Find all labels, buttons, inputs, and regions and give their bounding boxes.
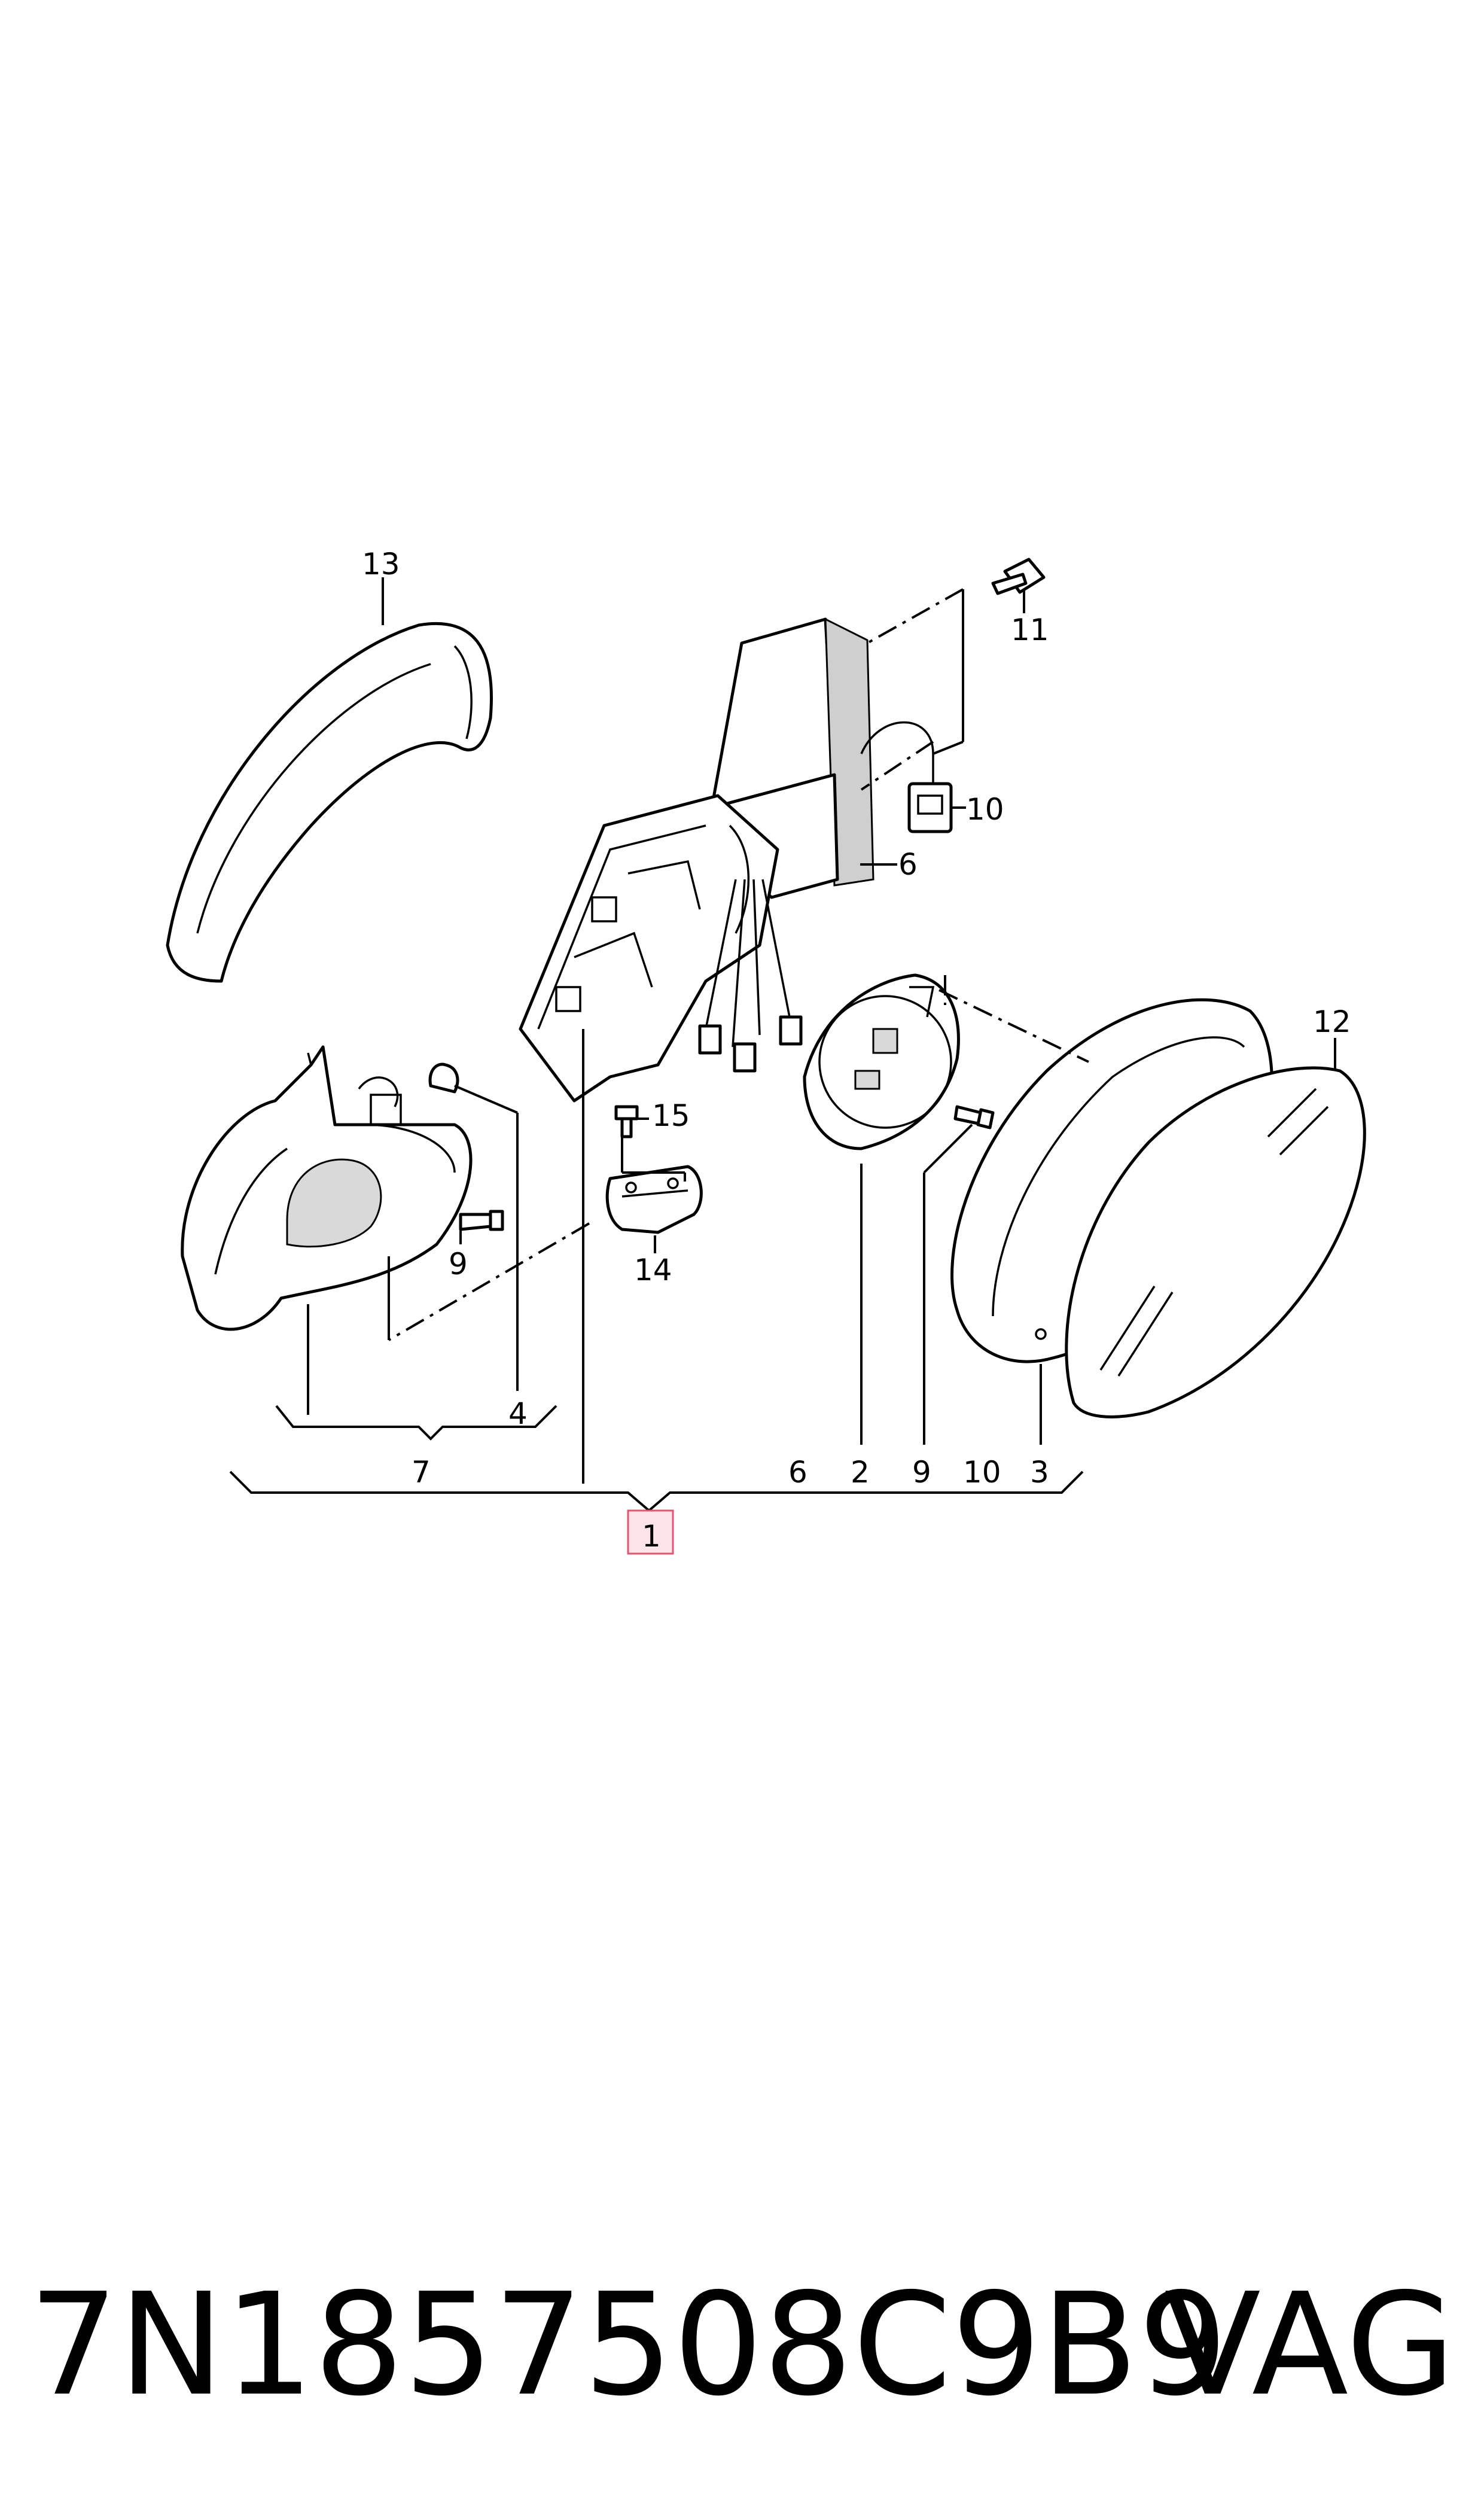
callout-4: 4	[508, 1396, 528, 1431]
part-2-adjustment-motor[interactable]	[803, 973, 960, 1150]
callout-1: 1	[642, 1519, 661, 1554]
callout-12: 12	[1313, 1004, 1351, 1039]
brand-name: VAG	[1164, 2263, 1455, 2427]
part-15-screw[interactable]	[614, 1105, 639, 1138]
part-14-puddle-lamp[interactable]	[605, 1165, 703, 1234]
callout-7: 7	[412, 1455, 431, 1490]
part-7-lower-housing[interactable]	[181, 1045, 473, 1331]
part-12-mirror-glass[interactable]	[1065, 1066, 1366, 1418]
part-11-screw[interactable]	[991, 558, 1046, 595]
callout-10-top: 10	[966, 792, 1004, 827]
footer-bar: 7N1857508C9B9 VAG	[0, 2255, 1484, 2435]
callout-15: 15	[652, 1098, 690, 1133]
part-number: 7N1857508C9B9	[29, 2263, 1228, 2427]
part-9-screw-left[interactable]	[459, 1210, 504, 1231]
callout-14: 14	[634, 1253, 672, 1287]
callout-13: 13	[362, 547, 400, 581]
callout-1-highlight	[627, 1509, 674, 1555]
callout-3: 3	[1030, 1455, 1049, 1490]
callout-10-bottom: 10	[963, 1455, 1001, 1490]
callout-6-top: 6	[898, 847, 918, 882]
part-13-mirror-cap[interactable]	[166, 622, 493, 983]
callout-2: 2	[851, 1455, 870, 1490]
part-4-bulb[interactable]	[428, 1062, 459, 1094]
part-10-connector[interactable]	[860, 721, 953, 833]
callout-6-bottom: 6	[788, 1455, 807, 1490]
callout-9-left: 9	[449, 1247, 468, 1281]
callout-9-right: 9	[912, 1455, 931, 1490]
part-9-screw-right[interactable]	[953, 1105, 995, 1129]
callout-11: 11	[1011, 613, 1049, 647]
wiring-harness[interactable]	[698, 879, 803, 1073]
